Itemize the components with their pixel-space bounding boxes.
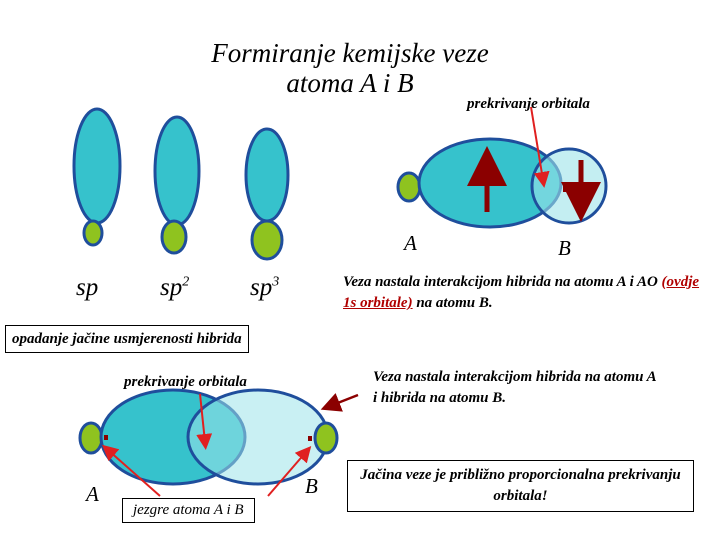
label-sp: sp [76, 274, 99, 301]
hybrid-hybrid-overlap [78, 388, 359, 497]
hybrid-hybrid-description: Veza nastala interakcijom hibrida na ato… [373, 369, 656, 406]
sp3-large-lobe [244, 127, 290, 223]
nucleus-b-dot-bottom [308, 436, 312, 441]
sp2-small-lobe [160, 219, 188, 255]
trend-box: opadanje jačine usmjerenosti hibrida [5, 325, 249, 353]
hybrid-large-lobe-b-bottom [186, 388, 330, 486]
nucleus-b-pointer-arrow [267, 445, 312, 497]
atom-a-label-bottom: A [86, 482, 99, 506]
nucleus-a-pointer-arrow [102, 444, 161, 497]
atom-a-label-top: A [404, 231, 417, 255]
overlap-pointer-arrow [530, 106, 550, 188]
overlap-label-bottom: prekrivanje orbitala [124, 374, 247, 390]
sp-large-lobe [72, 107, 122, 225]
page-title-line1: Formiranje kemijske veze [211, 38, 489, 68]
label-sp2: sp2 [160, 274, 190, 301]
hybrid-s-description: Veza nastala interakcijom hibrida na ato… [343, 274, 700, 311]
atom-b-label-bottom: B [305, 474, 318, 498]
highlight-1s: (ovdje 1s orbitale) [343, 274, 700, 311]
hybrid-small-lobe-a [396, 171, 422, 203]
sp-small-lobe [82, 219, 104, 247]
hybrid-small-lobe-b-bottom [313, 421, 339, 455]
page-title-line2: atoma A i B [286, 68, 414, 98]
sp2-large-lobe [153, 115, 201, 227]
desc-pointer-arrow [320, 393, 359, 412]
atom-b-label-top: B [558, 236, 571, 260]
hybrid-small-lobe-a-bottom [78, 421, 104, 455]
nuclei-box: jezgre atoma A i B [122, 498, 255, 523]
overlap-label-top: prekrivanje orbitala [467, 96, 590, 112]
sp-hybrid-orbital [72, 107, 122, 247]
s-orbital-b [530, 147, 608, 225]
overlap-pointer-arrow-bottom [196, 393, 213, 450]
sp3-small-lobe [250, 219, 284, 261]
nucleus-a-dot [104, 435, 108, 440]
label-sp3: sp3 [250, 274, 280, 301]
hybrid-s-overlap [396, 106, 608, 229]
nucleus-b-dot [563, 186, 568, 192]
sp3-hybrid-orbital [244, 127, 290, 261]
sp2-hybrid-orbital [153, 115, 201, 255]
strength-box: Jačina veze je približno proporcionalna … [347, 460, 694, 512]
